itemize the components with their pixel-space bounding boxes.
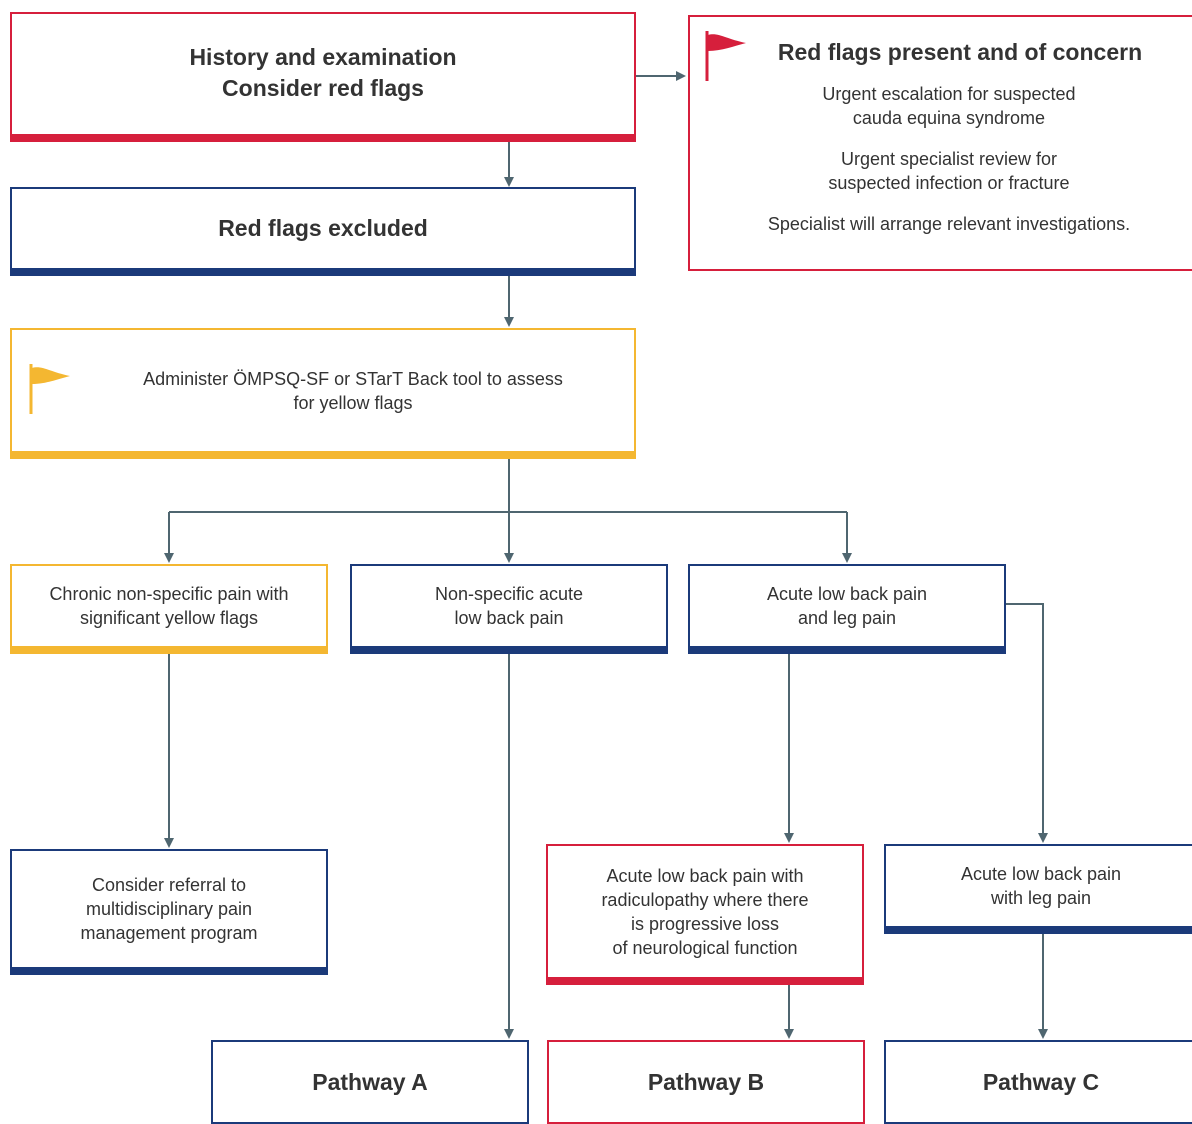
referral-line2: multidisciplinary pain [85,899,253,919]
acute-leg-line1: Acute low back pain [766,584,928,604]
yellow-flag-icon [29,364,70,414]
nonspecific-line1: Non-specific acute [434,584,584,604]
red-flags-excluded-box: Red flags excluded [10,187,636,276]
red-flags-excluded-label: Red flags excluded [218,215,428,241]
history-line1: History and examination [189,44,457,70]
radiculopathy-line2: radiculopathy where there [601,889,809,910]
red-flags-item3: Specialist will arrange relevant investi… [767,214,1131,234]
chronic-pain-box: Chronic non-specific pain with significa… [10,564,328,654]
radiculopathy-line4: of neurological function [612,937,798,958]
yellow-flags-line2: for yellow flags [293,392,413,413]
referral-line1: Consider referral to [91,875,247,895]
red-flags-item1-line1: Urgent escalation for suspected [822,84,1076,104]
red-flag-icon [705,31,746,81]
referral-box: Consider referral to multidisciplinary p… [10,849,328,975]
yellow-flags-line1: Administer ÖMPSQ-SF or STarT Back tool t… [143,368,563,389]
acute-with-leg-pain-box: Acute low back pain with leg pain [884,844,1192,934]
pathway-b-label: Pathway B [647,1068,765,1095]
red-flags-present-title: Red flags present and of concern [777,39,1143,65]
acute-with-leg-line1: Acute low back pain [960,864,1122,884]
pathway-c-box: Pathway C [884,1040,1192,1124]
red-flags-item1-line2: cauda equina syndrome [852,108,1046,128]
red-flags-present-box: Red flags present and of concern Urgent … [688,15,1192,271]
radiculopathy-line1: Acute low back pain with [606,865,804,886]
radiculopathy-box: Acute low back pain with radiculopathy w… [546,844,864,985]
pathway-a-label: Pathway A [312,1068,428,1095]
red-flags-item2-line1: Urgent specialist review for [840,149,1058,169]
history-line2: Consider red flags [222,75,424,101]
nonspecific-acute-box: Non-specific acute low back pain [350,564,668,654]
pathway-a-box: Pathway A [211,1040,529,1124]
pathway-b-box: Pathway B [547,1040,865,1124]
acute-leg-pain-box: Acute low back pain and leg pain [688,564,1006,654]
pathway-c-label: Pathway C [982,1068,1100,1095]
red-flags-item2-line2: suspected infection or fracture [828,173,1070,193]
acute-with-leg-line2: with leg pain [990,888,1092,908]
referral-line3: management program [80,923,258,943]
acute-leg-line2: and leg pain [797,608,897,628]
chronic-line2: significant yellow flags [79,608,259,628]
yellow-flags-box: Administer ÖMPSQ-SF or STarT Back tool t… [10,328,636,459]
chronic-line1: Chronic non-specific pain with [49,584,289,604]
radiculopathy-line3: is progressive loss [630,913,780,934]
nonspecific-line2: low back pain [454,608,564,628]
arrow-acute-leg-to-with-leg [1005,603,1048,843]
history-examination-box: History and examination Consider red fla… [10,12,636,142]
